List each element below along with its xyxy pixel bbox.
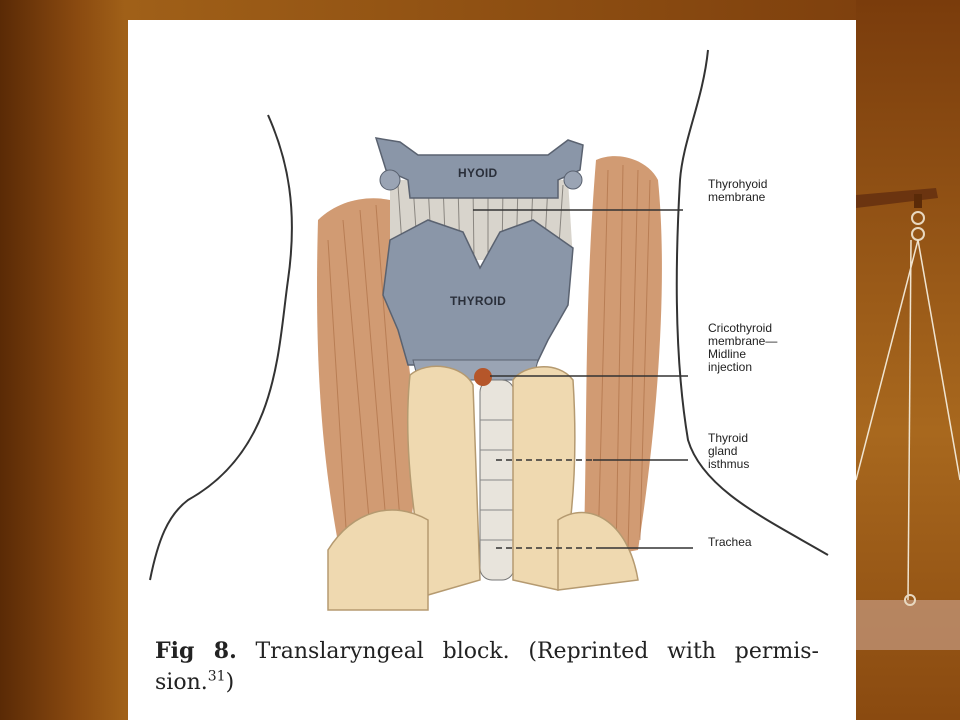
neck-outline-right: [675, 49, 829, 556]
hyoid-label: HYOID: [458, 166, 498, 180]
caption-reference: 31: [207, 668, 226, 685]
thyroid-isthmus-label: Thyroid gland isthmus: [708, 431, 750, 471]
thyroid-cartilage: [382, 219, 574, 366]
cricothyroid-membrane-label: Cricothyroid membrane— Midline injection: [708, 321, 778, 374]
caption-fig-number: Fig 8.: [155, 638, 237, 664]
scales-of-justice-decoration: [856, 188, 960, 650]
figure-panel: HYOID THYROID Thyrohyoid membrane Cricot…: [128, 20, 856, 720]
thyrohyoid-membrane-label: Thyrohyoid membrane: [708, 177, 768, 204]
hand-palm: [327, 509, 429, 611]
caption-close: ): [225, 670, 235, 695]
larynx-illustration: [149, 49, 829, 611]
figure-caption: Fig 8. Translaryngeal block. (Reprinted …: [155, 636, 819, 698]
trachea-label: Trachea: [708, 535, 752, 549]
neck-outline-left: [149, 114, 293, 581]
caption-text: Translaryngeal block. (Reprinted with pe…: [155, 639, 819, 695]
thyroid-label: THYROID: [450, 294, 507, 308]
hyoid-bone: [374, 137, 584, 199]
midline-injection-point: [474, 368, 492, 386]
